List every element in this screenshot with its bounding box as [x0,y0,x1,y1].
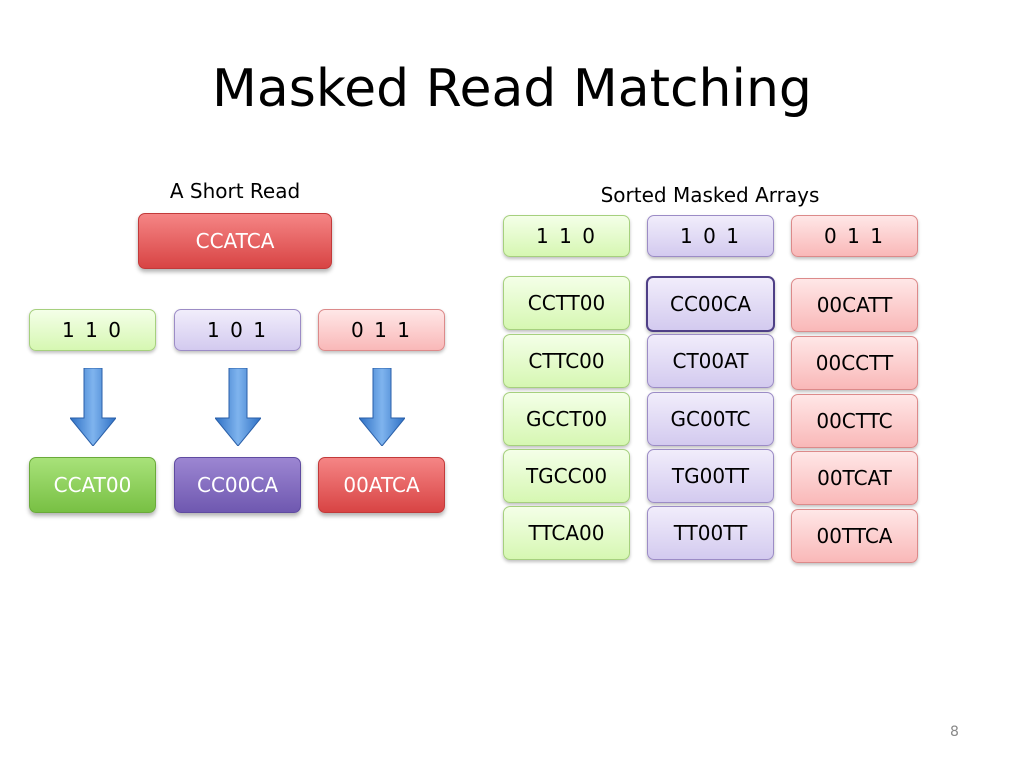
array-entry: CCTT00 [503,276,630,330]
short-read-heading: A Short Read [169,179,301,203]
masked-read-box: 00ATCA [318,457,445,513]
down-arrow-icon [359,368,405,446]
masked-read-box: CC00CA [174,457,301,513]
page-number: 8 [950,724,959,740]
sorted-arrays-heading: Sorted Masked Arrays [600,183,820,207]
array-entry-match: CC00CA [646,276,775,332]
mask-box-110: 1 1 0 [29,309,156,351]
down-arrow-icon [70,368,116,446]
array-mask-011: 0 1 1 [791,215,918,257]
array-entry: CT00AT [647,334,774,388]
array-entry: TT00TT [647,506,774,560]
array-entry: 00TTCA [791,509,918,563]
array-entry: CTTC00 [503,334,630,388]
array-entry: 00CCTT [791,336,918,390]
down-arrow-icon [215,368,261,446]
short-read-box: CCATCA [138,213,332,269]
array-entry: 00TCAT [791,451,918,505]
array-entry: 00CTTC [791,394,918,448]
array-entry: GC00TC [647,392,774,446]
array-entry: TGCC00 [503,449,630,503]
array-mask-101: 1 0 1 [647,215,774,257]
mask-box-101: 1 0 1 [174,309,301,351]
masked-read-box: CCAT00 [29,457,156,513]
slide-title: Masked Read Matching [212,59,812,119]
array-mask-110: 1 1 0 [503,215,630,257]
array-entry: GCCT00 [503,392,630,446]
array-entry: 00CATT [791,278,918,332]
array-entry: TG00TT [647,449,774,503]
array-entry: TTCA00 [503,506,630,560]
mask-box-011: 0 1 1 [318,309,445,351]
